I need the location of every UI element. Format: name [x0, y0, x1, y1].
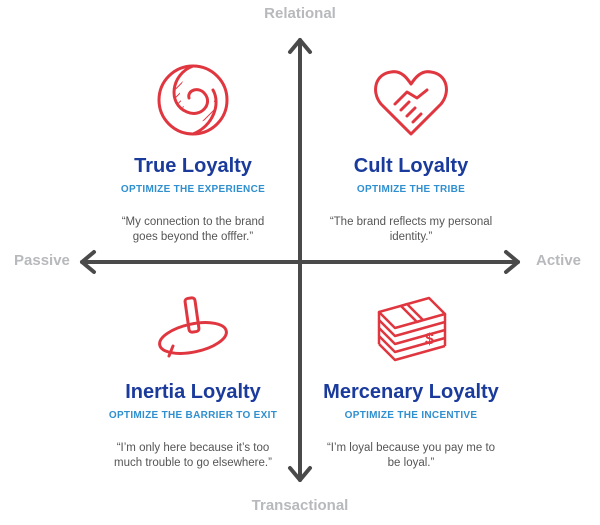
quadrant-title: Mercenary Loyalty: [323, 381, 499, 403]
arrow-right-icon: [504, 250, 520, 274]
quadrant-title: Cult Loyalty: [353, 155, 469, 177]
arrow-up-icon: [288, 38, 312, 54]
quadrant-subtitle: OPTIMIZE THE INCENTIVE: [344, 410, 478, 421]
arrow-left-icon: [80, 250, 96, 274]
quadrant-subtitle: OPTIMIZE THE BARRIER TO EXIT: [108, 410, 278, 421]
quadrant-cult-loyalty: Cult Loyalty OPTIMIZE THE TRIBE “The bra…: [281, 60, 541, 245]
quadrant-subtitle: OPTIMIZE THE TRIBE: [356, 184, 466, 195]
quadrant-true-loyalty: True Loyalty OPTIMIZE THE EXPERIENCE “My…: [63, 60, 323, 245]
quadrant-subtitle: OPTIMIZE THE EXPERIENCE: [120, 184, 266, 195]
quadrant-quote: “The brand reflects my personal identity…: [329, 216, 493, 243]
heart-handshake-icon: [374, 70, 448, 136]
quadrant-mercenary-loyalty: $ Mercenary Loyalty OPTIMIZE THE INCENTI…: [281, 288, 541, 471]
quadrant-quote: “I’m loyal because you pay me to be loya…: [326, 442, 496, 469]
axis-label-active: Active: [536, 252, 582, 269]
axis-label-relational: Relational: [264, 5, 336, 22]
quadrant-quote: “My connection to the brand goes beyond …: [121, 216, 265, 243]
axis-label-transactional: Transactional: [251, 497, 349, 514]
axis-label-passive: Passive: [14, 252, 70, 269]
quadrant-inertia-loyalty: Inertia Loyalty OPTIMIZE THE BARRIER TO …: [63, 288, 323, 471]
quadrant-title: True Loyalty: [134, 155, 252, 177]
svg-text:$: $: [425, 331, 434, 348]
spinning-top-icon: [158, 296, 228, 358]
quadrant-quote: “I’m only here because it’s too much tro…: [114, 442, 272, 469]
swirl-circle-icon: [157, 64, 229, 136]
quadrant-title: Inertia Loyalty: [125, 381, 261, 403]
money-stack-icon: $: [377, 296, 447, 362]
arrow-down-icon: [288, 466, 312, 482]
